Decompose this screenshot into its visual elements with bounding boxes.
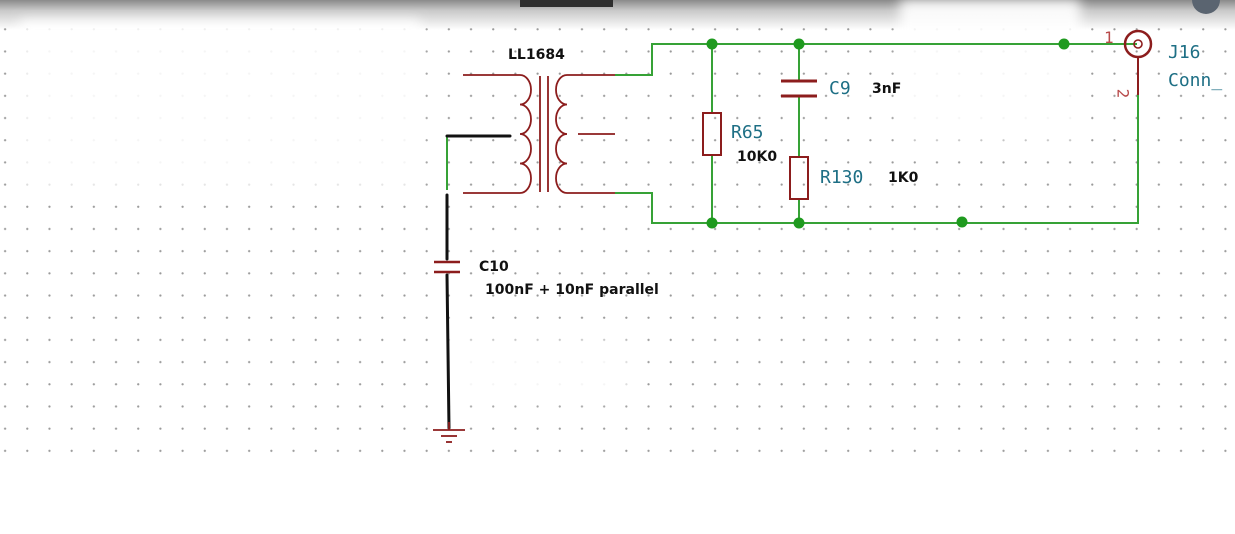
transformer-name-label: LL1684 [508,47,565,63]
pen-wires [445,134,512,430]
connector-ref-label: J16 [1168,42,1201,63]
connector-symbol [1123,29,1153,95]
erased-area [440,340,630,400]
c9-value-label: 3nF [872,81,902,97]
junction-dot [793,217,805,229]
wire-top [615,43,1137,76]
connector-name-label: Conn_ [1168,70,1223,91]
c10-symbol [434,260,460,274]
r130-ref-label: R130 [820,167,864,188]
transformer-symbol [463,74,615,194]
junction-dot [1058,38,1070,50]
wires [446,43,1139,224]
junction-dot [793,38,805,50]
ground-symbol [433,422,465,443]
c9-ref-label: C9 [829,78,851,99]
erased-area [900,0,1080,140]
junction-dot [706,217,718,229]
r130-body [789,156,809,200]
r130-value-label: 1K0 [888,170,919,186]
r65-body [702,112,722,156]
connector-pin2-label: 2 [1113,88,1133,99]
junction-dots [706,38,1070,229]
junction-dot [706,38,718,50]
r65-ref-label: R65 [731,122,764,143]
erased-area [20,20,420,190]
r65-value-label: 10K0 [737,149,778,165]
top-button[interactable] [1192,0,1220,14]
junction-dot [956,216,968,228]
c9-symbol [781,79,817,98]
pen-wire-down-2 [445,273,451,430]
top-tab[interactable] [520,0,613,7]
wire-bottom [615,95,1139,224]
c10-value-label: 100nF + 10nF parallel [485,282,659,298]
connector-pin1-label: 1 [1104,28,1114,47]
c10-ref-label: C10 [479,259,509,275]
